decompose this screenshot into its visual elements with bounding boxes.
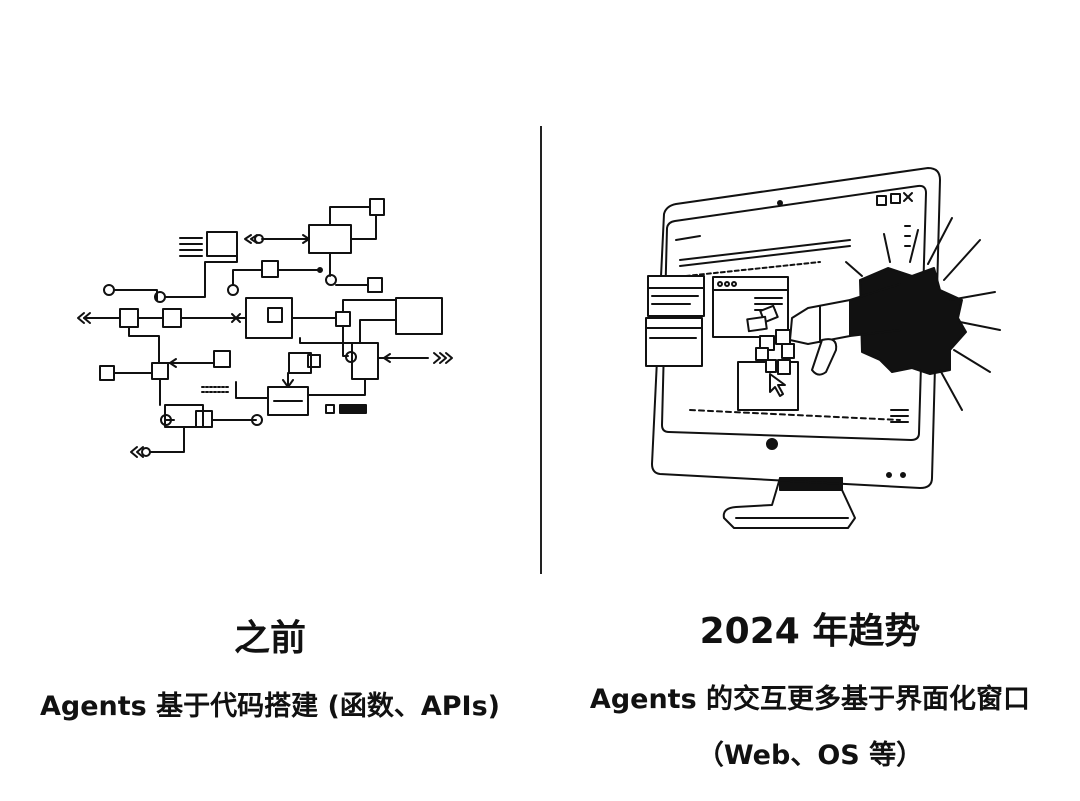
right-caption: 2024 年趋势 Agents 的交互更多基于界面化窗口（Web、OS 等） xyxy=(580,610,1040,784)
code-function-flow-diagram xyxy=(77,198,453,458)
monitor-robot-hand-illustration xyxy=(645,167,1001,529)
left-title: 之前 xyxy=(233,618,306,659)
right-description: Agents 的交互更多基于界面化窗口（Web、OS 等） xyxy=(589,684,1031,771)
right-title: 2024 年趋势 xyxy=(699,611,921,652)
left-description: Agents 基于代码搭建 (函数、APIs) xyxy=(40,691,501,722)
center-divider xyxy=(540,126,542,574)
left-caption: 之前 Agents 基于代码搭建 (函数、APIs) xyxy=(40,617,500,735)
